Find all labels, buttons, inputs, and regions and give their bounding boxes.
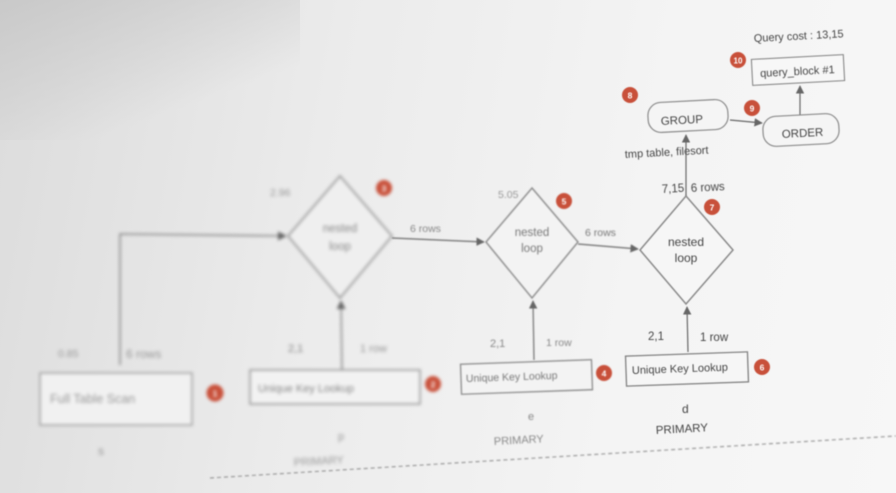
page-shadow [0, 0, 300, 140]
table-d-rows: 1 row [700, 332, 729, 344]
table-p-label: Unique Key Lookup [258, 383, 354, 395]
table-p-alias: p [338, 431, 344, 443]
table-e: 2,1 1 row Unique Key Lookup e PRIMARY [459, 337, 594, 448]
loop1-label-2: loop [329, 241, 351, 253]
edge-group-to-order [729, 118, 763, 127]
svg-text:5: 5 [562, 197, 567, 207]
badge-7: 7 [704, 199, 720, 215]
loop3-cost: 7,15 [662, 183, 685, 196]
table-e-label: Unique Key Lookup [466, 370, 558, 385]
loop2-label-2: loop [521, 243, 543, 255]
loop1-cost: 2.96 [270, 187, 291, 199]
edge1-rows: 6 rows [410, 223, 441, 235]
svg-text:2: 2 [431, 380, 436, 390]
query-block-node: query_block #1 [750, 54, 846, 86]
svg-text:3: 3 [382, 184, 387, 194]
table-p: 2,1 1 row Unique Key Lookup p PRIMARY [249, 343, 421, 469]
loop3-label-1: nested [668, 235, 704, 249]
table-d-alias: d [682, 402, 689, 416]
edge-e-to-loop2 [528, 300, 538, 361]
edge-loop2-to-loop3 [577, 243, 639, 253]
table-s-alias: s [98, 444, 104, 458]
query-block-label: query_block #1 [760, 64, 835, 80]
table-s-cost: 0.85 [58, 348, 79, 360]
loop2-cost: 5.05 [498, 189, 519, 201]
table-e-rows: 1 row [546, 337, 572, 349]
badge-10: 10 [730, 52, 746, 68]
table-e-cost: 2,1 [490, 338, 505, 350]
badge-2: 2 [425, 376, 441, 392]
loop3-label-2: loop [675, 251, 698, 265]
edge-scan-to-loop1 [119, 231, 287, 365]
loop2-label-1: nested [515, 227, 550, 239]
table-p-rows: 1 row [360, 343, 387, 355]
edge-loop1-to-loop2 [391, 237, 485, 246]
svg-text:1: 1 [213, 389, 218, 399]
svg-text:8: 8 [628, 91, 633, 101]
table-s-label: Full Table Scan [50, 392, 135, 406]
badge-4: 4 [596, 365, 612, 381]
loop1-label-1: nested [323, 223, 358, 235]
svg-text:7: 7 [710, 203, 715, 213]
diagram-bottom-border [209, 435, 896, 479]
svg-text:6: 6 [760, 363, 765, 373]
badge-9: 9 [744, 100, 760, 116]
group-node: GROUP [647, 98, 729, 134]
table-s-rows: 6 rows [126, 347, 161, 361]
table-p-key: PRIMARY [294, 454, 345, 469]
group-label: GROUP [661, 114, 704, 128]
group-note: tmp table, filesort [625, 145, 709, 161]
badge-6: 6 [754, 359, 770, 375]
svg-text:10: 10 [734, 57, 743, 66]
table-e-alias: e [528, 411, 534, 423]
table-d-label: Unique Key Lookup [632, 362, 728, 377]
table-s: 0.85 6 rows Full Table Scan s [39, 347, 193, 458]
table-d: 2,1 1 row Unique Key Lookup d PRIMARY [624, 331, 750, 437]
badge-3: 3 [376, 180, 392, 196]
svg-text:4: 4 [602, 369, 607, 379]
query-cost-label: Query cost : 13,15 [754, 28, 844, 45]
nested-loop-2: nested loop 5.05 [485, 186, 579, 300]
loop3-rows: 6 rows [691, 181, 726, 195]
edge-p-to-loop1 [336, 300, 346, 373]
table-p-cost: 2,1 [288, 343, 303, 355]
edge-d-to-loop3 [682, 306, 692, 353]
svg-text:9: 9 [750, 104, 755, 114]
table-d-cost: 2,1 [648, 331, 664, 343]
order-node: ORDER [762, 113, 840, 147]
table-e-key: PRIMARY [494, 433, 545, 448]
edge2-rows: 6 rows [585, 227, 616, 239]
nested-loop-3: nested loop [639, 194, 734, 306]
badge-8: 8 [622, 87, 638, 103]
table-d-key: PRIMARY [656, 422, 709, 437]
order-label: ORDER [782, 127, 824, 141]
badge-5: 5 [556, 193, 572, 209]
nested-loop-1: nested loop 2.96 [270, 174, 394, 300]
badge-1: 1 [206, 384, 224, 402]
